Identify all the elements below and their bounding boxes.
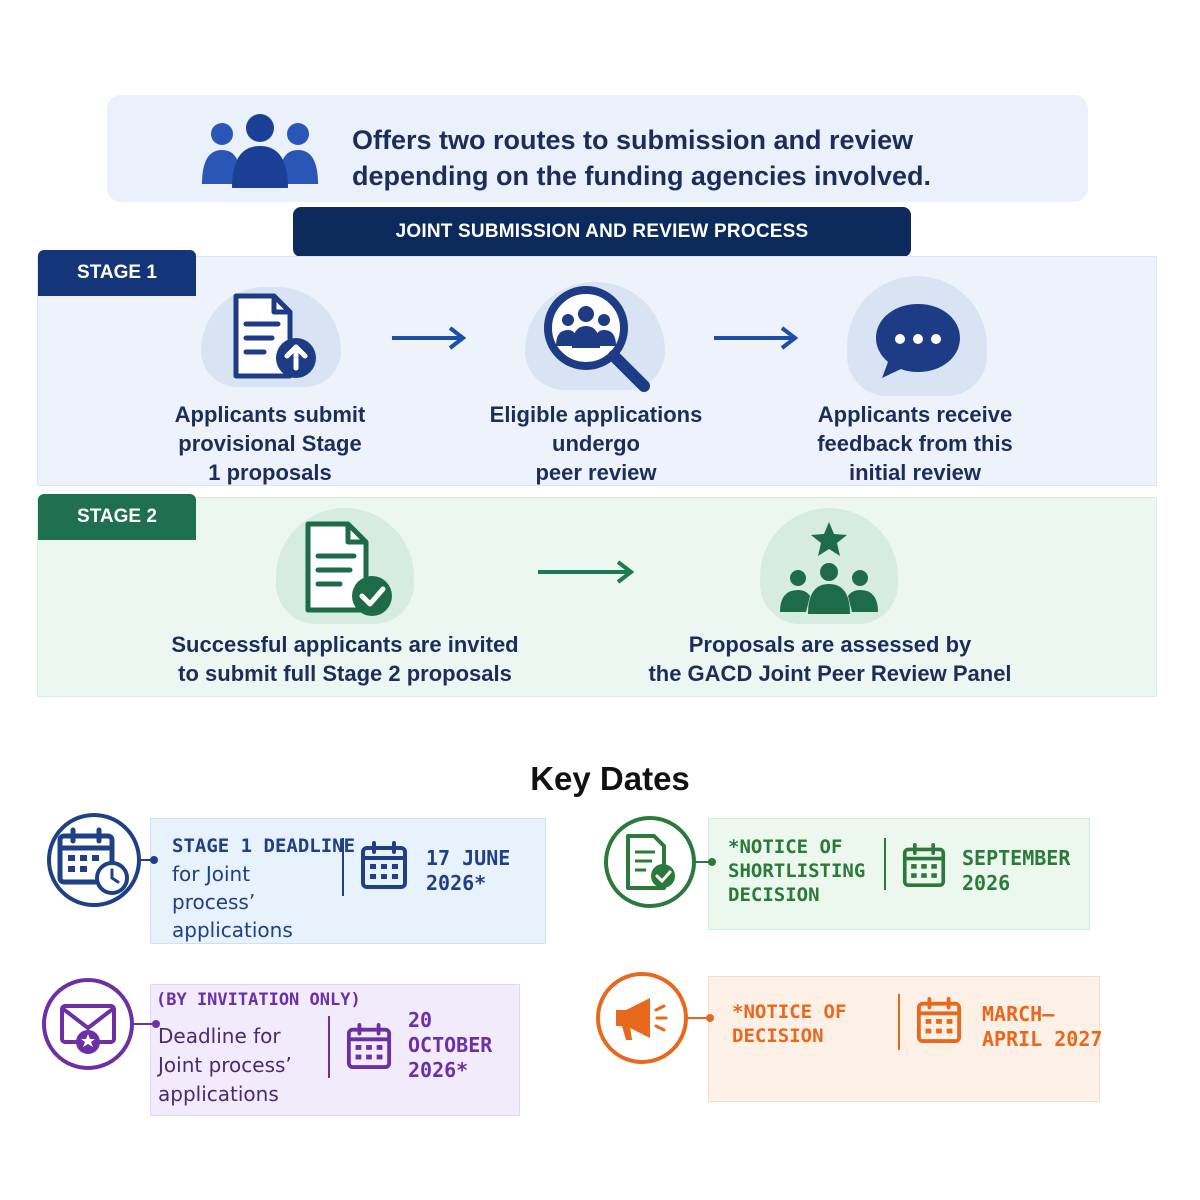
step-line: Applicants receive — [817, 402, 1013, 427]
banner-text: Offers two routes to submission and revi… — [352, 122, 1052, 194]
date-line: 20 — [408, 1008, 433, 1032]
stage2-step1-label: Successful applicants are invited to sub… — [160, 630, 530, 688]
card-body-line: applications — [158, 1082, 279, 1106]
card-body-line: process’ — [172, 890, 256, 914]
process-title: JOINT SUBMISSION AND REVIEW PROCESS — [293, 207, 911, 257]
date-card-decision — [708, 976, 1100, 1102]
stage2-step2-label: Proposals are assessed by the GACD Joint… — [620, 630, 1040, 688]
calendar-icon — [916, 997, 962, 1043]
step-line: 1 proposals — [208, 460, 332, 485]
date-line: 2026* — [408, 1058, 469, 1082]
divider — [328, 1016, 330, 1078]
step-line: undergo — [552, 431, 640, 456]
megaphone-icon — [596, 972, 714, 1064]
card2-date: SEPTEMBER 2026 — [962, 846, 1070, 896]
card4-date: MARCH– APRIL 2027 — [982, 1002, 1102, 1052]
date-line: 2026 — [962, 871, 1011, 895]
arrow-right-icon — [538, 560, 634, 584]
document-upload-icon — [233, 293, 316, 379]
banner-line-1: Offers two routes to submission and revi… — [352, 125, 914, 155]
envelope-star-icon — [42, 978, 160, 1070]
date-line: APRIL 2027 — [982, 1027, 1103, 1051]
card1-date: 17 JUNE 2026* — [426, 846, 510, 896]
document-check-icon — [305, 521, 392, 616]
date-card-stage1 — [150, 818, 546, 944]
card-body-line: Deadline for — [158, 1024, 281, 1048]
card1-body: for Joint process’ applications — [172, 860, 293, 944]
calendar-icon — [346, 1022, 392, 1069]
calendar-icon — [902, 843, 946, 888]
stage1-tab: STAGE 1 — [38, 250, 196, 296]
step-line: Proposals are assessed by — [688, 632, 972, 657]
banner-line-2: depending on the funding agencies involv… — [352, 161, 932, 191]
stage2-panel — [37, 497, 1157, 697]
date-line: MARCH– — [982, 1002, 1055, 1026]
card-body-line: Joint process’ — [158, 1053, 292, 1077]
step-line: feedback from this — [817, 431, 1013, 456]
card3-body: Deadline for Joint process’ applications — [158, 1022, 292, 1109]
card-body-line: applications — [172, 918, 293, 942]
card3-heading: (BY INVITATION ONLY) — [156, 990, 361, 1010]
card4-heading: *NOTICE OF DECISION — [732, 1000, 846, 1048]
heading-line: SHORTLISTING — [728, 860, 866, 882]
calendar-icon — [361, 841, 407, 889]
date-card-invitation — [150, 984, 520, 1116]
step-line: provisional Stage — [178, 431, 362, 456]
date-line: 2026* — [426, 871, 487, 895]
heading-line: *NOTICE OF — [728, 836, 843, 858]
document-check-icon — [604, 816, 716, 908]
divider — [342, 838, 344, 896]
step-line: the GACD Joint Peer Review Panel — [648, 661, 1012, 686]
arrow-right-icon — [714, 326, 798, 350]
date-line: OCTOBER — [408, 1033, 493, 1057]
calendar-clock-icon — [47, 813, 158, 907]
stage1-step1-label: Applicants submit provisional Stage 1 pr… — [140, 400, 400, 487]
date-line: 17 JUNE — [426, 846, 511, 870]
date-card-shortlisting — [708, 818, 1090, 930]
stage1-step2-label: Eligible applications undergo peer revie… — [466, 400, 726, 487]
arrow-right-icon — [392, 326, 466, 350]
heading-line: DECISION — [732, 1025, 824, 1047]
heading-line: DECISION — [728, 884, 820, 906]
stage2-tab: STAGE 2 — [38, 494, 196, 540]
step-line: to submit full Stage 2 proposals — [178, 661, 512, 686]
magnifier-people-icon — [544, 286, 650, 392]
step-line: Eligible applications — [489, 402, 703, 427]
panel-star-icon — [780, 522, 878, 614]
stage1-step3-label: Applicants receive feedback from this in… — [785, 400, 1045, 487]
people-group-icon — [202, 114, 318, 188]
card2-heading: *NOTICE OF SHORTLISTING DECISION — [728, 835, 865, 907]
date-line: SEPTEMBER — [962, 846, 1071, 870]
card1-heading: STAGE 1 DEADLINE — [172, 835, 356, 857]
step-line: peer review — [535, 460, 657, 485]
step-line: initial review — [848, 460, 982, 485]
chat-bubble-icon — [876, 304, 960, 378]
divider — [898, 994, 900, 1050]
heading-line: *NOTICE OF — [732, 1001, 847, 1023]
card3-date: 20 OCTOBER 2026* — [408, 1008, 492, 1083]
card-body-line: for Joint — [172, 862, 251, 886]
step-line: Applicants submit — [174, 402, 366, 427]
step-line: Successful applicants are invited — [171, 632, 519, 657]
key-dates-title: Key Dates — [530, 760, 690, 797]
divider — [884, 838, 886, 890]
